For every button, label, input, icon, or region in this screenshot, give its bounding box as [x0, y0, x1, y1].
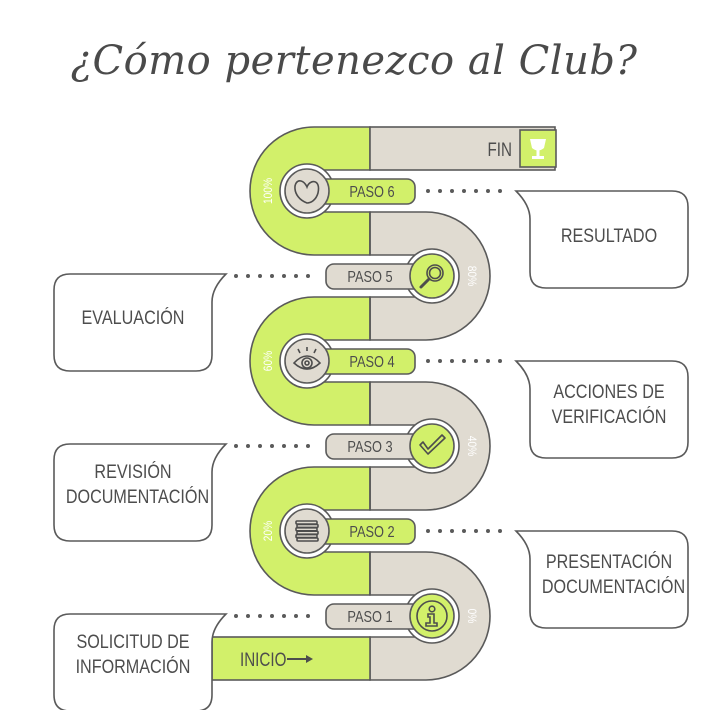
- step-6: PASO 6 100%: [262, 163, 689, 289]
- callout-bubble: [514, 530, 689, 629]
- callout-line: PRESENTACIÓN: [545, 552, 673, 573]
- callout-text-step-4: ACCIONES DE VERIFICACIÓN: [542, 380, 676, 430]
- arrow-right-icon: [287, 655, 313, 663]
- step-label: PASO 6: [349, 184, 394, 202]
- checkmark-icon: [419, 434, 446, 455]
- callout-bubble: [53, 613, 228, 710]
- callout-bubble: [53, 443, 228, 542]
- callout-line: VERIFICACIÓN: [551, 407, 667, 428]
- callout-bubble: [514, 190, 689, 289]
- callout-line: DOCUMENTACIÓN: [65, 487, 210, 508]
- callout-text-step-3: REVISIÓN DOCUMENTACIÓN: [65, 460, 210, 510]
- eye-icon: [292, 347, 322, 370]
- start-label: INICIO: [240, 648, 286, 670]
- percent-label: 40%: [465, 436, 478, 456]
- callout-bubble: [514, 360, 689, 459]
- step-label: PASO 4: [349, 354, 394, 372]
- heart-icon: [294, 180, 320, 204]
- callout-line: SOLICITUD DE: [76, 632, 190, 653]
- dotted-connector: [234, 444, 310, 448]
- percent-label: 0%: [465, 609, 478, 624]
- callout-line: ACCIONES DE: [553, 382, 665, 403]
- icon-circle: [284, 168, 330, 214]
- step-label: PASO 3: [347, 439, 392, 457]
- step-2: PASO 2 20%: [262, 503, 689, 629]
- step-label: PASO 1: [347, 609, 392, 627]
- dotted-connector: [426, 529, 502, 533]
- step-4: PASO 4 60%: [262, 333, 689, 459]
- callout-line: REVISIÓN: [94, 462, 172, 483]
- dotted-connector: [426, 359, 502, 363]
- callout-line: RESULTADO: [560, 226, 658, 247]
- step-5: PASO 5 80%: [53, 248, 478, 372]
- icon-circle: [409, 253, 455, 299]
- end-label: FIN: [488, 138, 512, 160]
- trophy-icon: [530, 139, 546, 159]
- step-1: PASO 1 0%: [53, 588, 478, 710]
- page-title: ¿Cómo pertenezco al Club?: [70, 38, 638, 84]
- callout-line: DOCUMENTACIÓN: [541, 577, 686, 598]
- callout-text-step-1: SOLICITUD DE INFORMACIÓN: [66, 630, 200, 680]
- callout-line: EVALUACIÓN: [81, 308, 185, 329]
- callout-text-step-5: EVALUACIÓN: [66, 306, 200, 331]
- info-icon: [416, 600, 448, 632]
- dotted-connector: [234, 614, 310, 618]
- dotted-connector: [234, 274, 310, 278]
- callout-text-step-2: PRESENTACIÓN DOCUMENTACIÓN: [541, 550, 686, 600]
- step-label: PASO 5: [347, 269, 392, 287]
- step-label: PASO 2: [349, 524, 394, 542]
- dotted-connector: [426, 189, 502, 193]
- percent-label: 100%: [262, 178, 275, 204]
- percent-label: 20%: [262, 521, 275, 541]
- callout-line: INFORMACIÓN: [75, 657, 191, 678]
- callout-text-step-6: RESULTADO: [542, 224, 676, 249]
- step-3: PASO 3 40%: [53, 418, 478, 542]
- callout-bubble: [53, 273, 228, 372]
- magnifier-icon: [419, 264, 444, 289]
- documents-icon: [295, 520, 319, 542]
- percent-label: 60%: [262, 351, 275, 371]
- track: [211, 126, 556, 681]
- percent-label: 80%: [465, 266, 478, 286]
